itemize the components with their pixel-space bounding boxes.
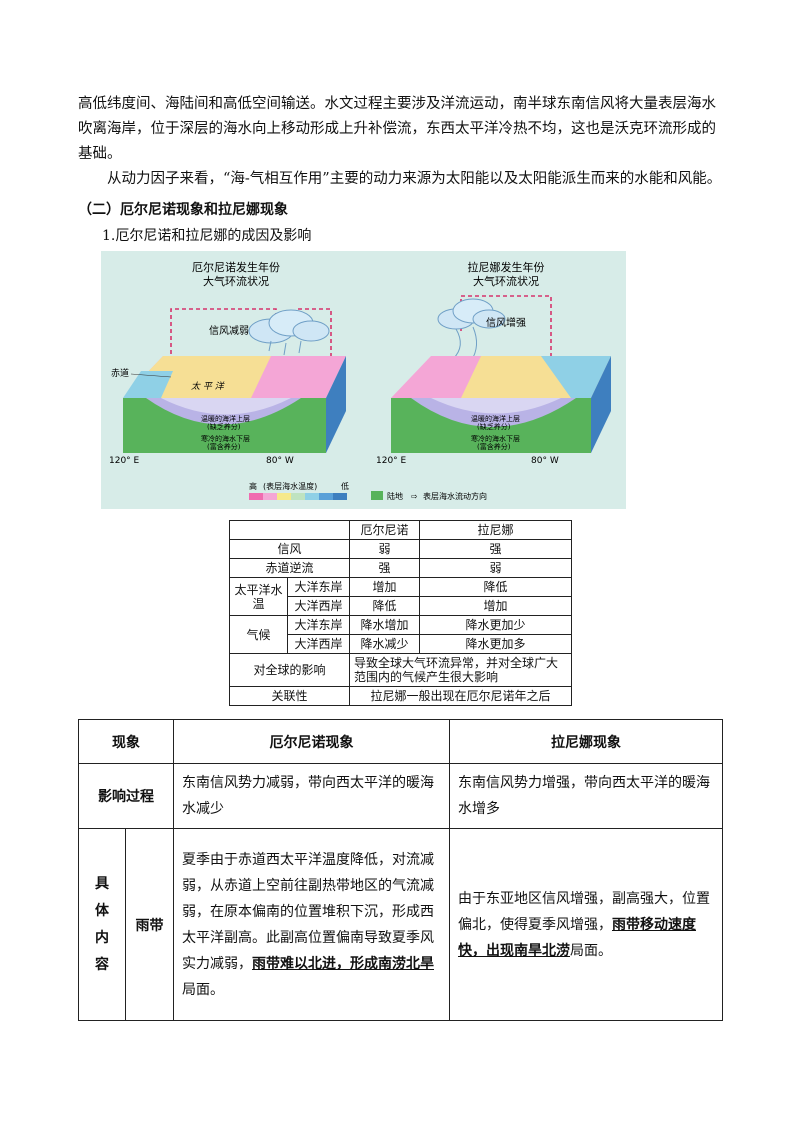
svg-text:陆地: 陆地 (387, 491, 403, 501)
left-cloud-icon (248, 309, 330, 356)
right-lon-east: 80° W (531, 456, 559, 466)
left-equator-label: 赤道 (111, 367, 129, 379)
cmp-row-climate-east: 气候 大洋东岸 降水增加 降水更加少 (229, 615, 572, 654)
lanina-diagram: 拉尼娜发生年份 大气环流状况 信风增强 温暖的海洋上层 (缺乏养分) 寒冷的海水… (376, 260, 611, 466)
cmp-temp-group: 太平洋水温 (229, 577, 288, 616)
main-row-process: 影响过程 东南信风势力减弱，带向西太平洋的暖海水减少 东南信风势力增强，带向西太… (78, 763, 723, 829)
flow-arrow-icon: ⇨ (411, 492, 418, 501)
rain-elnino: 夏季由于赤道西太平洋温度降低，对流减弱，从赤道上空前往副热带地区的气流减弱，在原… (173, 828, 450, 1021)
left-lon-east: 80° W (266, 456, 294, 466)
svg-text:寒冷的海水下层: 寒冷的海水下层 (471, 434, 520, 443)
cmp-row-wind: 信风 弱 强 (229, 539, 572, 559)
content-label: 具体内容 (94, 875, 109, 973)
cmp-row-global: 对全球的影响 导致全球大气环流异常，并对全球广大范围内的气候产生很大影响 (229, 653, 572, 687)
right-cloud-icon (437, 298, 506, 362)
legend-land-swatch (371, 491, 383, 500)
figure-illustration: 厄尔尼诺发生年份 大气环流状况 信风减弱 温暖 (109, 260, 611, 501)
rainband-label: 雨带 (125, 828, 174, 1021)
svg-text:(富含养分): (富含养分) (207, 442, 241, 451)
intro-line-3: 基础。 (78, 146, 122, 162)
svg-text:(富含养分): (富含养分) (477, 442, 511, 451)
left-upper-layer: 温暖的海洋上层 (201, 414, 250, 423)
phenomenon-table: 现象 厄尔尼诺现象 拉尼娜现象 影响过程 东南信风势力减弱，带向西太平洋的暖海水… (78, 719, 723, 1021)
right-lon-west: 120° E (376, 456, 407, 466)
svg-text:(缺乏养分): (缺乏养分) (207, 422, 241, 431)
main-row-rainband: 具体内容 雨带 夏季由于赤道西太平洋温度降低，对流减弱，从赤道上空前往副热带地区… (78, 828, 723, 1021)
header-phenomenon: 现象 (78, 719, 174, 764)
svg-text:(表层海水温度): (表层海水温度) (263, 481, 317, 491)
svg-text:表层海水流动方向: 表层海水流动方向 (423, 491, 487, 501)
elnino-diagram: 厄尔尼诺发生年份 大气环流状况 信风减弱 温暖 (109, 260, 346, 466)
intro-line-1: 高低纬度间、海陆间和高低空间输送。水文过程主要涉及洋流运动，南半球东南信风将大量… (78, 96, 716, 112)
rain-lanina: 由于东亚地区信风增强，副高强大，位置偏北，使得夏季风增强，雨带移动速度快，出现南… (449, 828, 723, 1021)
process-label: 影响过程 (78, 763, 174, 829)
process-lanina: 东南信风势力增强，带向西太平洋的暖海水增多 (449, 763, 723, 829)
svg-text:(缺乏养分): (缺乏养分) (477, 422, 511, 431)
right-title-1: 拉尼娜发生年份 (468, 260, 545, 274)
main-header-row: 现象 厄尔尼诺现象 拉尼娜现象 (78, 719, 723, 764)
cmp-header-elnino: 厄尔尼诺 (349, 520, 420, 540)
left-title-1: 厄尔尼诺发生年份 (192, 260, 280, 274)
intro-paragraph-2: 从动力因子来看，“海-气相互作用”主要的动力来源为太阳能以及太阳能派生而来的水能… (107, 171, 722, 187)
comparison-table: 厄尔尼诺 拉尼娜 信风 弱 强 赤道逆流 强 弱 太平洋水温 大洋东岸 增加 降… (229, 520, 572, 706)
cmp-header-row: 厄尔尼诺 拉尼娜 (229, 520, 572, 540)
svg-text:高: 高 (249, 481, 257, 491)
right-wind-label: 信风增强 (486, 316, 526, 329)
intro-line-2: 吹离海岸，位于深层的海水向上移动形成上升补偿流，东西太平洋冷热不均，这也是沃克环… (78, 121, 716, 137)
svg-text:温暖的海洋上层: 温暖的海洋上层 (471, 414, 520, 423)
elnino-lanina-figure: 厄尔尼诺发生年份 大气环流状况 信风减弱 温暖 (101, 251, 626, 509)
cmp-row-climate-west: 大洋西岸 降水减少 降水更加多 (230, 634, 572, 654)
left-wind-label: 信风减弱 (209, 325, 249, 337)
left-circulation-path-2 (295, 308, 332, 361)
section-heading: （二）厄尔尼诺现象和拉尼娜现象 (78, 202, 288, 218)
left-lower-layer: 寒冷的海水下层 (201, 434, 250, 443)
cmp-header-lanina: 拉尼娜 (419, 520, 572, 540)
svg-text:低: 低 (341, 481, 349, 491)
header-elnino: 厄尔尼诺现象 (173, 719, 450, 764)
rain-lanina-highlight: 雨带移动速度快，出现南旱北涝 (458, 916, 696, 959)
cmp-row-counter: 赤道逆流 强 弱 (229, 558, 572, 578)
left-pacific-label: 太 平 洋 (191, 381, 225, 392)
right-title-2: 大气环流状况 (473, 274, 539, 288)
header-lanina: 拉尼娜现象 (449, 719, 723, 764)
intro-paragraph-1: 高低纬度间、海陆间和高低空间输送。水文过程主要涉及洋流运动，南半球东南信风将大量… (78, 92, 728, 167)
cmp-climate-group: 气候 (229, 615, 288, 654)
left-lon-west: 120° E (109, 456, 140, 466)
process-elnino: 东南信风势力减弱，带向西太平洋的暖海水减少 (173, 763, 450, 829)
cmp-row-relation: 关联性 拉尼娜一般出现在厄尔尼诺年之后 (229, 686, 572, 706)
figure-legend: 高 (表层海水温度) 低 陆地 ⇨ 表层海水流动方向 (249, 481, 487, 501)
subheading: 1.厄尔尼诺和拉尼娜的成因及影响 (102, 228, 312, 244)
cmp-row-temp-east: 太平洋水温 大洋东岸 增加 降低 (229, 577, 572, 616)
left-title-2: 大气环流状况 (203, 274, 269, 288)
rain-elnino-highlight: 雨带难以北进，形成南涝北旱 (252, 955, 434, 972)
